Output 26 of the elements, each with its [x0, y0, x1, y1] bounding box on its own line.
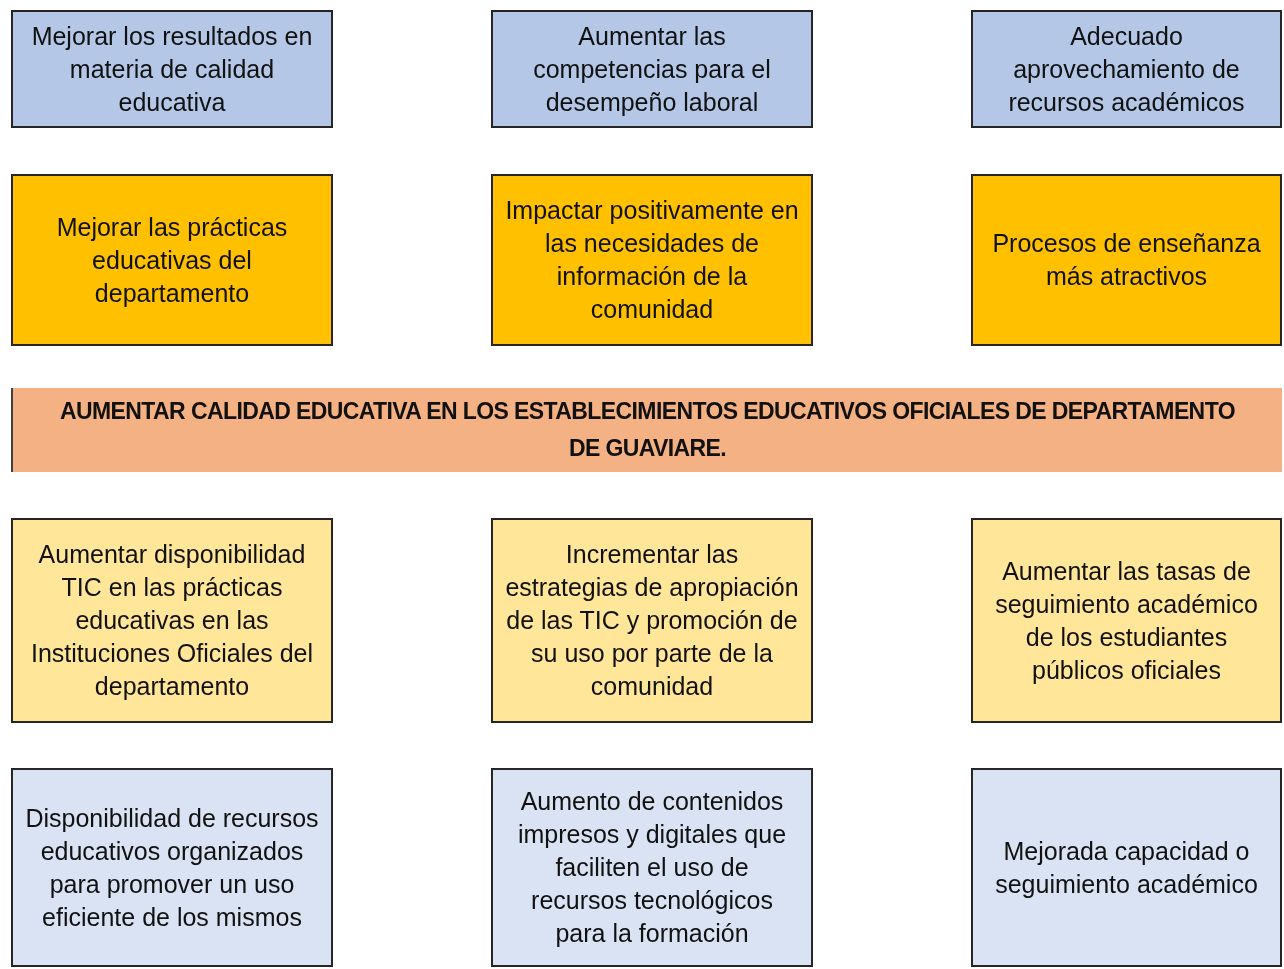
- means-box: [971, 518, 1282, 723]
- objective-banner: [11, 388, 1282, 472]
- box-text: Aumento de contenidos impresos y digitales que faciliten el uso de recursos tecnológicos para la formación: [516, 786, 788, 949]
- box-text: Disponibilidad de recursos educativos organizados para promover un uso eficiente de los mismos: [24, 802, 320, 933]
- effect-box: [971, 10, 1282, 128]
- effect-box: [11, 10, 333, 128]
- box-text: Incrementar las estrategias de apropiación de las TIC y promoción de su uso por parte de la comunidad: [504, 539, 800, 702]
- effect-box: [11, 174, 333, 346]
- box-text: Mejorar las prácticas educativas del departamento: [55, 211, 289, 309]
- means-box: [11, 768, 333, 967]
- box-text: Mejorar los resultados en materia de calidad educativa: [30, 20, 314, 118]
- box-text: Aumentar las competencias para el desempeño laboral: [532, 20, 772, 118]
- box-text: Aumentar las tasas de seguimiento académico de los estudiantes públicos oficiales: [994, 555, 1259, 686]
- box-text: Procesos de enseñanza más atractivos: [991, 228, 1262, 292]
- box-text: AUMENTAR CALIDAD EDUCATIVA EN LOS ESTABLECIMIENTOS EDUCATIVOS OFICIALES DE DEPARTAMENTO DE GUAVIARE.: [59, 397, 1236, 463]
- effect-box: [491, 174, 813, 346]
- effect-box: [491, 10, 813, 128]
- effect-box: [971, 174, 1282, 346]
- box-text: Aumentar disponibilidad TIC en las prácticas educativas en las Instituciones Oficiales del departamento: [29, 539, 315, 702]
- means-box: [491, 768, 813, 967]
- box-text: Impactar positivamente en las necesidades de información de la comunidad: [504, 195, 800, 325]
- box-text: Adecuado aprovechamiento de recursos académicos: [1007, 20, 1246, 118]
- box-text: Mejorada capacidad o seguimiento académico: [994, 835, 1259, 900]
- means-box: [11, 518, 333, 723]
- means-box: [491, 518, 813, 723]
- means-box: [971, 768, 1282, 967]
